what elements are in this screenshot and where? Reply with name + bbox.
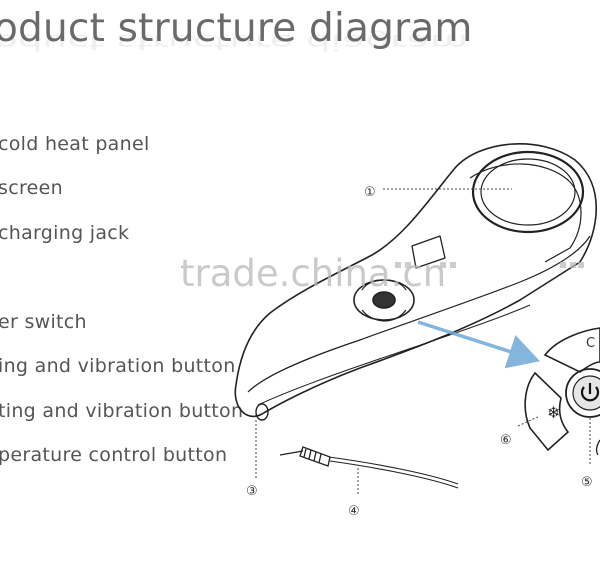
- vibration-button-left: [524, 371, 570, 452]
- part-label-cold-heat-panel: cold heat panel: [0, 133, 150, 155]
- diagram-title: oduct structure diagram: [0, 6, 473, 51]
- power-button: [565, 368, 600, 418]
- charging-cable: [279, 446, 459, 489]
- snowflake-icon: ❄: [547, 403, 560, 422]
- charging-jack: [255, 403, 269, 421]
- callout-1: ①: [364, 185, 376, 200]
- zoom-arrow: [417, 320, 540, 369]
- callout-6: ⑥: [500, 433, 512, 448]
- part-label-screen: screen: [0, 177, 63, 199]
- part-label-heating-vibration-button-1: ing and vibration button: [0, 355, 236, 377]
- screen-window: [411, 235, 446, 269]
- device-body: [234, 143, 598, 421]
- leader-lines: [255, 188, 591, 496]
- cold-heat-panel: [471, 150, 585, 234]
- device-outline: [234, 143, 598, 417]
- control-panel-zoom: [524, 327, 600, 456]
- watermark: trade.china.cn: [180, 252, 447, 295]
- part-label-temperature-control-button: perature control button: [0, 444, 228, 466]
- button-cluster: [353, 279, 415, 322]
- part-label-heating-vibration-button-2: ting and vibration button: [0, 400, 244, 422]
- part-label-charging-jack: charging jack: [0, 222, 130, 244]
- watermark-marks: [395, 262, 584, 268]
- callout-3: ③: [246, 484, 258, 499]
- temperature-control-button: [543, 327, 600, 373]
- panel-letter: C: [586, 336, 595, 351]
- part-label-power-switch: er switch: [0, 311, 87, 333]
- callout-4: ④: [348, 504, 360, 519]
- callout-5: ⑤: [581, 475, 593, 490]
